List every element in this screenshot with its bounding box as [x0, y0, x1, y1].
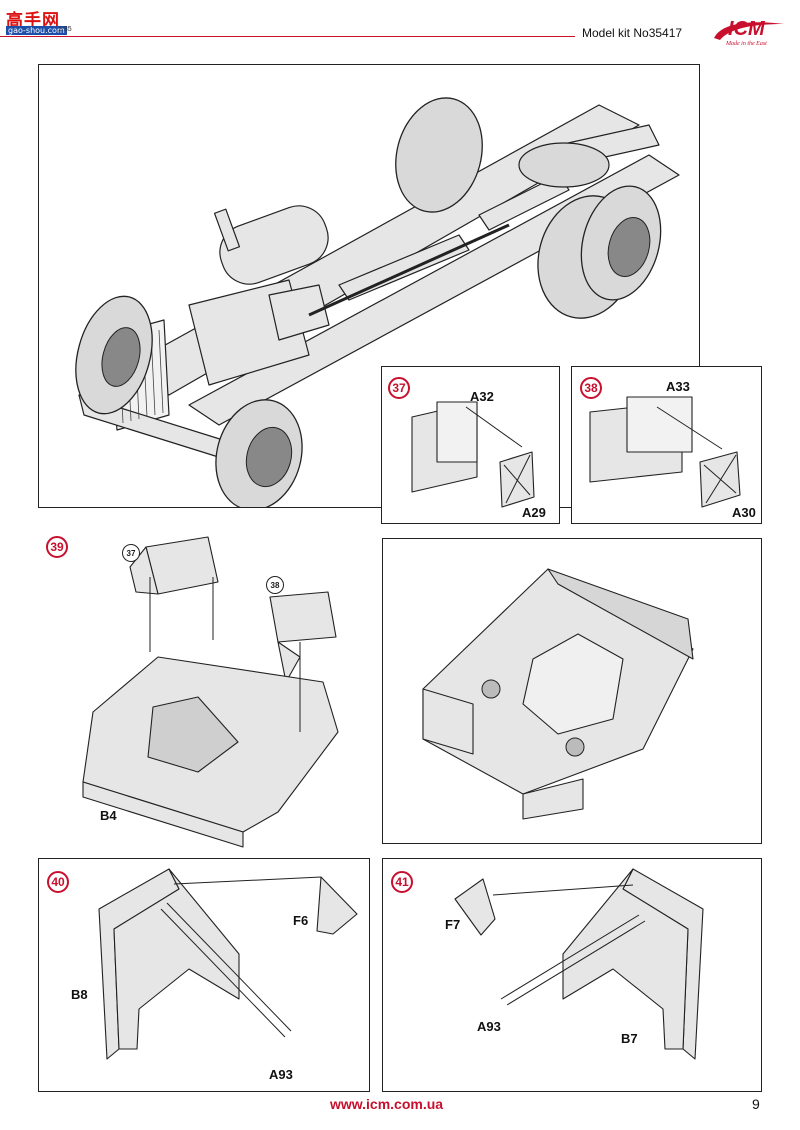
step-number: 39 — [46, 536, 68, 558]
part-label: A93 — [269, 1067, 293, 1082]
part-label: F7 — [445, 917, 461, 932]
assembled-floor-illustration — [422, 568, 694, 820]
step-41-panel: 41 F7 A93 B7 — [382, 858, 762, 1092]
part-label: A93 — [477, 1019, 501, 1034]
step-40-illustration — [98, 868, 358, 1060]
part-label: B8 — [71, 987, 88, 1002]
step-37-panel: 37 A32 A29 — [381, 366, 560, 524]
watermark-scale: 1:35 — [58, 26, 72, 33]
website-link[interactable]: www.icm.com.ua — [330, 1096, 444, 1112]
chassis-illustration — [75, 97, 680, 507]
part-label: A32 — [470, 389, 494, 404]
part-label: A33 — [666, 379, 690, 394]
step-40-panel: 40 F6 B8 A93 — [38, 858, 370, 1092]
logo-tagline: Made in the East — [726, 41, 767, 47]
step-39-illustration — [82, 536, 339, 848]
step-number: 37 — [388, 377, 410, 399]
step-number: 41 — [391, 871, 413, 893]
part-label: A30 — [732, 505, 756, 520]
page-number: 9 — [752, 1096, 760, 1112]
part-label: B7 — [621, 1031, 638, 1046]
part-label: F6 — [293, 913, 309, 928]
part-label: B4 — [100, 808, 117, 823]
step-number: 40 — [47, 871, 69, 893]
watermark-site: gao-shou.com — [6, 26, 67, 35]
logo-text: ICM — [728, 18, 765, 40]
step-39-area: 39 37 38 B4 — [38, 532, 368, 850]
logo-swoosh-icon — [714, 22, 784, 40]
watermark-logo: 高手网 gao-shou.com 1:35 — [4, 4, 76, 38]
step-38-illustration — [589, 396, 741, 508]
sub-assembly-ref: 38 — [266, 576, 284, 594]
part-label: A29 — [522, 505, 546, 520]
sub-assembly-ref: 37 — [122, 544, 140, 562]
step-number: 38 — [580, 377, 602, 399]
step-37-illustration — [411, 401, 535, 508]
kit-number: Model kit No35417 — [582, 26, 683, 40]
icm-logo: ICM Made in the East — [712, 18, 786, 54]
header-rule — [0, 36, 575, 37]
assembled-floor-panel — [382, 538, 762, 844]
step-38-panel: 38 A33 A30 — [571, 366, 762, 524]
step-41-illustration — [454, 868, 704, 1060]
